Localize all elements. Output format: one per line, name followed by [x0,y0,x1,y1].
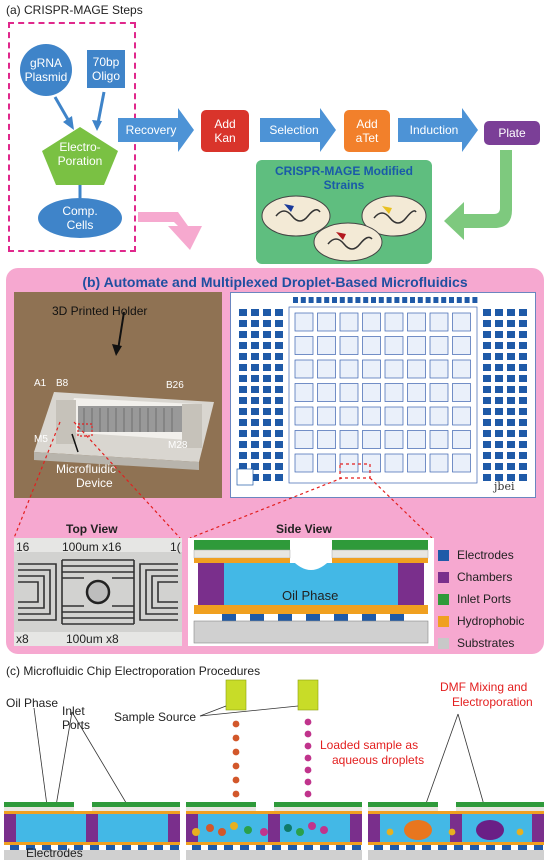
chip-c-1 [4,802,180,860]
strains-label-2: Strains [323,178,365,192]
side-view-oil-phase: Oil Phase [282,588,339,603]
photo-label-m28: M28 [168,440,188,451]
dmf-label-2: Electroporation [452,695,533,709]
panel-a-title: (a) CRISPR-MAGE Steps [6,3,143,17]
top-view-title: Top View [66,522,118,536]
electroporation-label: Electro- Poration [40,140,120,168]
grna-label-2: Plasmid [24,70,68,84]
legend-swatch-electrodes [438,549,449,561]
chip-logo: jbei [494,480,515,493]
legend-label-inlet-ports: Inlet Ports [457,592,512,606]
side-view-title: Side View [276,522,332,536]
step-arrows [118,108,512,250]
recovery-arrow: Recovery [125,123,177,137]
legend-swatch-hydrophobic [438,615,449,627]
holder-photo-drawing [14,292,222,498]
comp-label-1: Comp. [62,204,98,218]
chip-layout [230,292,536,498]
chip-layout-drawing [236,297,527,486]
add-atet-label-2: aTet [355,131,379,145]
legend-inlet-ports: Inlet Ports [438,588,524,610]
induction-arrow: Induction [409,123,459,137]
panel-c-drawing [4,679,544,860]
legend-swatch-chambers [438,571,449,583]
side-view-box [188,538,434,646]
comp-label-2: Cells [66,218,94,232]
strains-label-1: CRISPR-MAGE Modified [275,164,413,178]
plate-box: Plate [484,121,540,145]
side-view-drawing [193,540,429,644]
micro-label-100x16: 100um x16 [62,540,122,554]
selection-arrow: Selection [269,123,319,137]
modified-strains-title: CRISPR-MAGE Modified Strains [256,164,432,192]
chip-c-3 [368,802,544,860]
inlet-label-2: Ports [62,718,91,732]
legend-label-hydrophobic: Hydrophobic [457,614,525,628]
photo-label-m5: M5 [34,434,48,445]
add-kan-label-2: Kan [214,131,236,145]
photo-label-b26: B26 [166,380,184,391]
micrograph-drawing [14,538,182,646]
legend-swatch-substrates [438,637,449,649]
photo-label-a1: A1 [34,378,47,389]
legend: Electrodes Chambers Inlet Ports Hydropho… [438,544,524,654]
device-label: Microfluidic Device [56,462,116,490]
comp-cells-node: Comp.Cells [38,198,122,238]
loaded-sample-label: Loaded sample as aqueous droplets [320,738,424,768]
panel-c-electrodes: Electrodes [26,846,83,860]
panel-c-oil-phase: Oil Phase [6,696,59,710]
loaded-label-1: Loaded sample as [320,738,419,752]
legend-label-substrates: Substrates [457,636,515,650]
electroporation-pentagon [42,127,118,185]
inlet-label-1: Inlet [62,704,85,718]
chip-c-2 [186,802,362,860]
legend-hydrophobic: Hydrophobic [438,610,524,632]
device-label-2: Device [76,476,113,490]
add-atet-label-1: Add [356,117,378,131]
sample-source-label: Sample Source [114,710,197,724]
legend-substrates: Substrates [438,632,524,654]
legend-label-electrodes: Electrodes [457,548,514,562]
zoom-lines [13,421,433,539]
dmf-label: DMF Mixing and Electroporation [440,680,533,710]
panel-c-inlet-ports: Inlet Ports [62,704,90,732]
loaded-label-2: aqueous droplets [332,753,425,767]
oligo-label-2: Oligo [91,69,120,83]
photo-label-b8: B8 [56,378,69,389]
legend-swatch-inlet-ports [438,593,449,605]
micro-label-16: 16 [16,540,30,554]
holder-photo [14,292,222,498]
dmf-label-1: DMF Mixing and [440,680,528,694]
legend-chambers: Chambers [438,566,524,588]
add-kan-label-1: Add [214,117,236,131]
holder-label: 3D Printed Holder [52,304,148,318]
micro-label-1: 1( [170,540,181,554]
top-view-micrograph [14,538,182,646]
oligo-label-1: 70bp [92,55,120,69]
micro-label-x8: x8 [16,632,29,646]
device-label-1: Microfluidic [56,462,117,476]
grna-label-1: gRNA [29,56,62,70]
electro-label-1: Electro- [59,140,101,154]
electro-label-2: Poration [57,154,103,168]
panel-b-title: (b) Automate and Multiplexed Droplet-Bas… [82,274,468,290]
legend-electrodes: Electrodes [438,544,524,566]
micro-label-100x8: 100um x8 [66,632,119,646]
panel-c-title: (c) Microfluidic Chip Electroporation Pr… [6,664,261,678]
strain-cells [261,195,427,262]
legend-label-chambers: Chambers [457,570,513,584]
